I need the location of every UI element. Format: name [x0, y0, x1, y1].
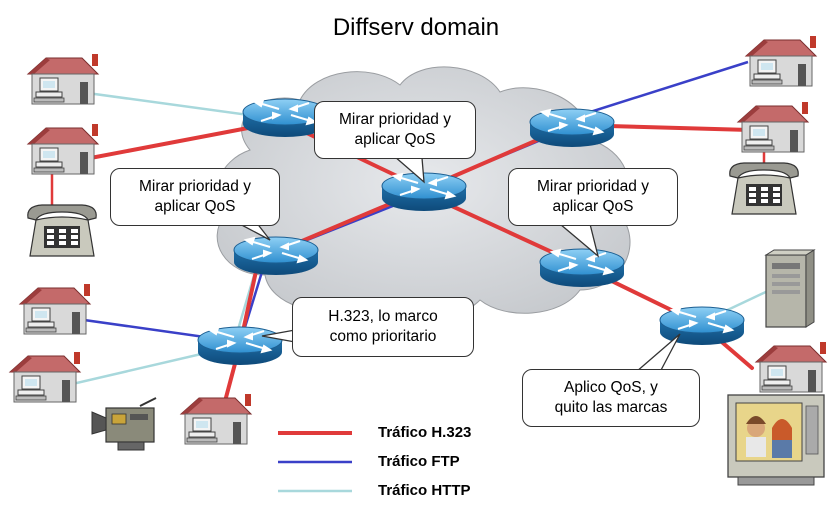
house-pc-2 [27, 123, 99, 175]
h323-link-house2-router1 [78, 126, 250, 162]
callout-right-router: Mirar prioridad y aplicar QoS [508, 168, 678, 226]
router-right [539, 248, 625, 288]
legend-label-http: Tráfico HTTP [378, 482, 471, 499]
video-camera-icon [91, 397, 157, 451]
callout-right-line2: aplicar QoS [552, 198, 634, 215]
telephone-left [27, 204, 97, 257]
callout-mark-line1: H.323, lo marco [328, 308, 438, 325]
callout-right-line1: Mirar prioridad y [537, 178, 649, 195]
ftp-link-house-router3 [564, 60, 749, 122]
telephone-right [729, 162, 799, 215]
callout-mark-line2: como prioritario [329, 328, 437, 345]
house-pc-6 [180, 393, 252, 445]
diagram-title: Diffserv domain [332, 14, 500, 41]
callout-top-line2: aplicar QoS [354, 131, 436, 148]
callout-tail-remove [634, 333, 681, 373]
callout-remove-line1: Aplico QoS, y [564, 379, 658, 396]
callout-mark-priority: H.323, lo marco como prioritario [292, 297, 474, 357]
router-top-right [529, 108, 615, 148]
router-edge-right [659, 306, 745, 346]
legend-label-h323: Tráfico H.323 [378, 424, 472, 441]
video-terminal-icon [727, 394, 825, 486]
house-pc-bottom-right [755, 341, 827, 393]
callout-left-router: Mirar prioridad y aplicar QoS [110, 168, 280, 226]
house-pc-right [737, 101, 809, 153]
callout-top-router: Mirar prioridad y aplicar QoS [314, 101, 476, 159]
callout-left-line1: Mirar prioridad y [139, 178, 251, 195]
callout-remove-line2: quito las marcas [554, 399, 668, 416]
house-pc-5 [9, 351, 81, 403]
callout-top-line1: Mirar prioridad y [339, 111, 451, 128]
callout-left-line2: aplicar QoS [154, 198, 236, 215]
router-left [233, 236, 319, 276]
server-icon [764, 249, 816, 328]
router-edge-left [197, 326, 283, 366]
legend-label-ftp: Tráfico FTP [378, 453, 460, 470]
callout-remove-marks: Aplico QoS, y quito las marcas [522, 369, 700, 427]
house-pc-4 [19, 283, 91, 335]
house-pc-top-right [745, 35, 817, 87]
house-pc-1 [27, 53, 99, 105]
